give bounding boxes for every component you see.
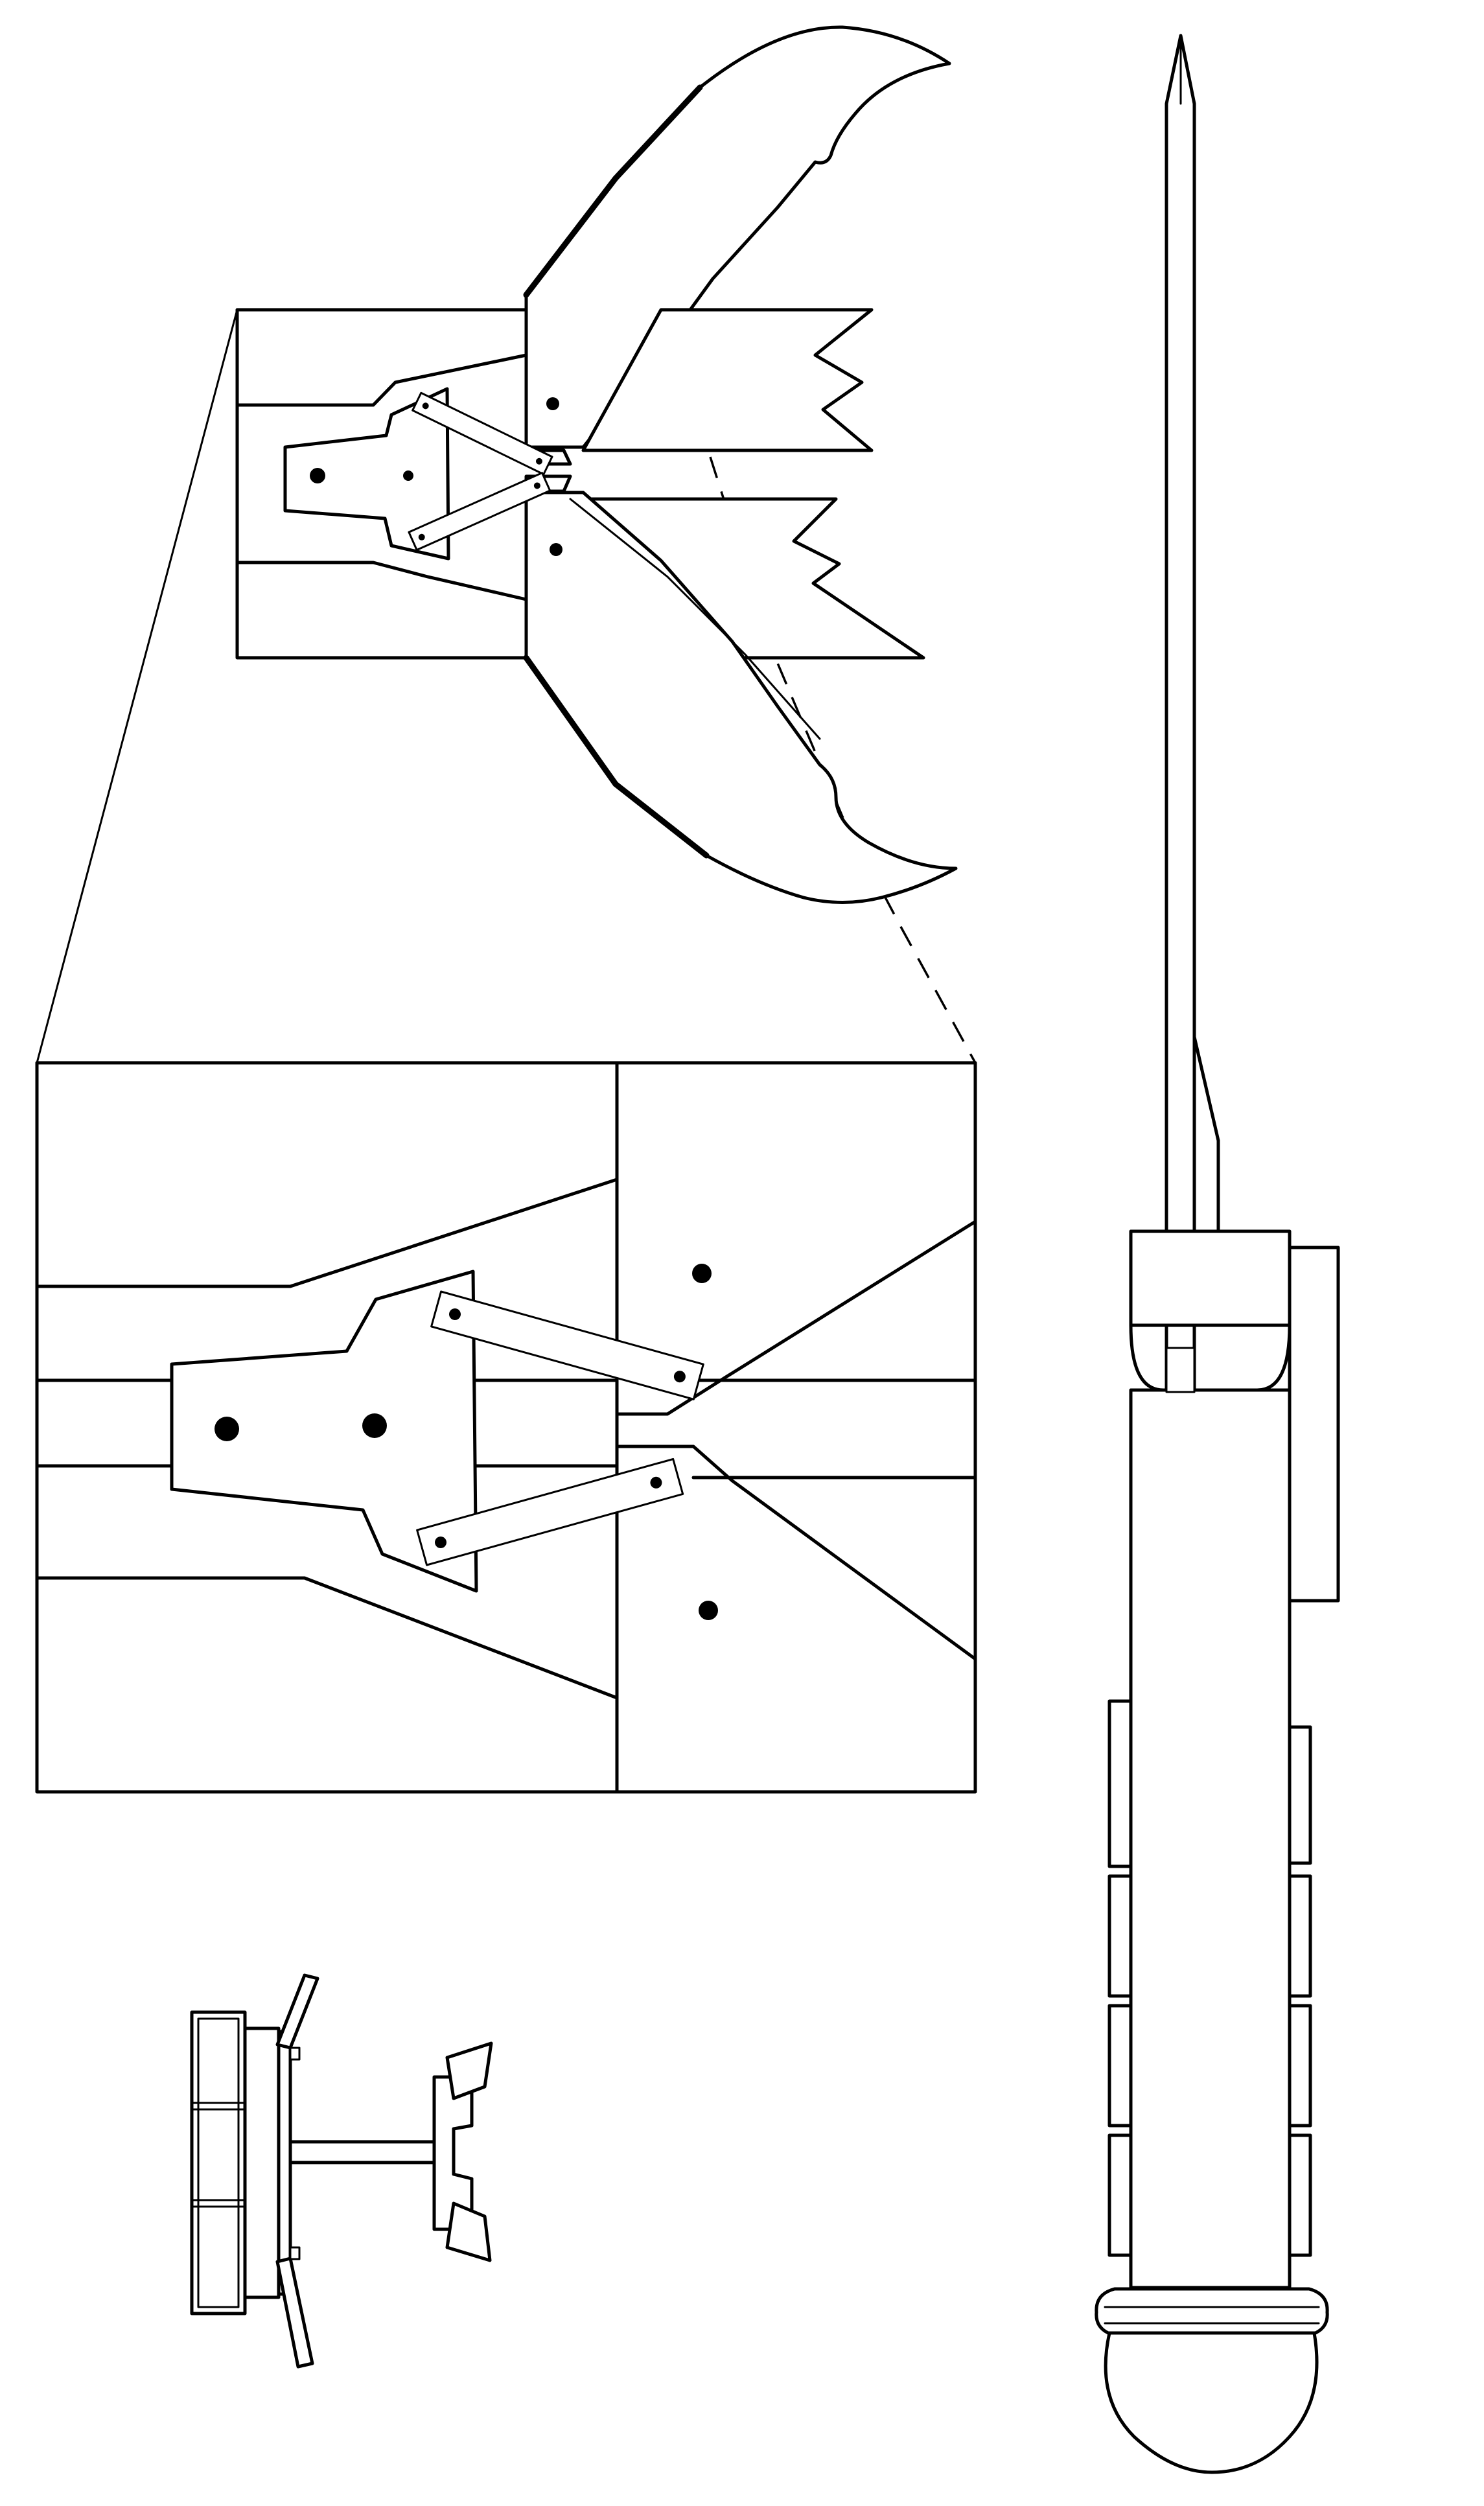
lower-link-bar — [408, 472, 551, 551]
detail-lower-channel — [35, 1576, 619, 1700]
overview-lower-channel — [235, 561, 528, 601]
hub-pivot-small — [403, 470, 413, 481]
side-view-spike-brace — [1192, 1035, 1220, 1233]
side-view-pad-right-3 — [1288, 2004, 1312, 2128]
lower-jagged-flap — [581, 497, 925, 660]
robot-side-view — [1095, 34, 1340, 2474]
side-view-pad-right-4 — [1288, 2133, 1312, 2257]
top-view-body-plate — [277, 2030, 292, 2296]
claw-overview — [235, 25, 958, 904]
top-view-flipper-upper — [275, 1973, 319, 2050]
detail-upper-channel — [35, 1178, 619, 1288]
detail-upper-link-bar — [430, 1290, 704, 1400]
detail-upper-jaw-pivot — [692, 1264, 712, 1283]
top-view-shaft — [288, 2140, 436, 2164]
side-view-pad-left-3 — [1107, 2004, 1133, 2128]
side-view-spike-socket — [1165, 1347, 1196, 1393]
top-view-track-inner — [197, 2017, 240, 2308]
upper-claw-blade — [524, 25, 951, 449]
top-view-flipper-lower — [275, 2257, 314, 2369]
detail-lower-link-bar — [416, 1457, 684, 1566]
side-view-pad-left-1 — [1107, 1699, 1133, 1868]
side-view-bumper-dome — [1104, 2331, 1319, 2474]
top-view-claw-jaw-lower — [445, 2201, 492, 2262]
top-view-body — [243, 2026, 281, 2299]
overview-hub — [283, 387, 450, 561]
callout-line-left — [36, 308, 238, 1064]
detail-hub — [170, 1270, 478, 1593]
overview-frame — [235, 308, 528, 660]
side-view-spike — [1165, 34, 1196, 1394]
robot-top-view — [190, 1973, 493, 2369]
detail-frame — [35, 1061, 977, 1794]
upper-jagged-flap — [581, 308, 874, 452]
lower-blade-pivot — [550, 543, 562, 556]
side-view-pad-right-2 — [1288, 1874, 1312, 1998]
detail-upper-jaw — [615, 1220, 977, 1416]
side-view-pad-left-2 — [1107, 1874, 1133, 1998]
top-view-bolt-upper — [289, 2047, 301, 2061]
detail-lower-jaw-pivot — [699, 1601, 718, 1620]
lower-claw-thick-edge — [523, 655, 710, 859]
upper-claw-thick-edge — [523, 84, 703, 298]
overview-upper-channel — [235, 353, 528, 407]
lower-claw-inner-edge — [569, 498, 821, 740]
upper-blade-pivot — [546, 397, 559, 410]
claw-detail — [35, 1061, 977, 1794]
side-view-pad-right-1 — [1288, 1725, 1312, 1865]
top-view-claw-jaw-upper — [445, 2041, 493, 2100]
lower-claw-blade — [524, 491, 958, 904]
side-view-housing — [1129, 1229, 1292, 1327]
side-view-side-box — [1288, 1246, 1340, 1603]
hub-pivot-large — [310, 468, 325, 483]
side-view-main-body — [1129, 1388, 1292, 2290]
detail-lower-jaw — [615, 1444, 977, 1661]
side-view-bumper-ring — [1095, 2287, 1329, 2335]
upper-link-bar — [412, 391, 553, 476]
side-view-pad-left-4 — [1107, 2133, 1133, 2257]
top-view-bolt-lower — [289, 2246, 301, 2260]
side-view-housing-curve — [1129, 1323, 1292, 1392]
detail-hub-pivot-right — [362, 1413, 387, 1438]
detail-hub-pivot-left — [214, 1417, 239, 1441]
side-view-bumper-ridge — [1104, 2306, 1320, 2325]
